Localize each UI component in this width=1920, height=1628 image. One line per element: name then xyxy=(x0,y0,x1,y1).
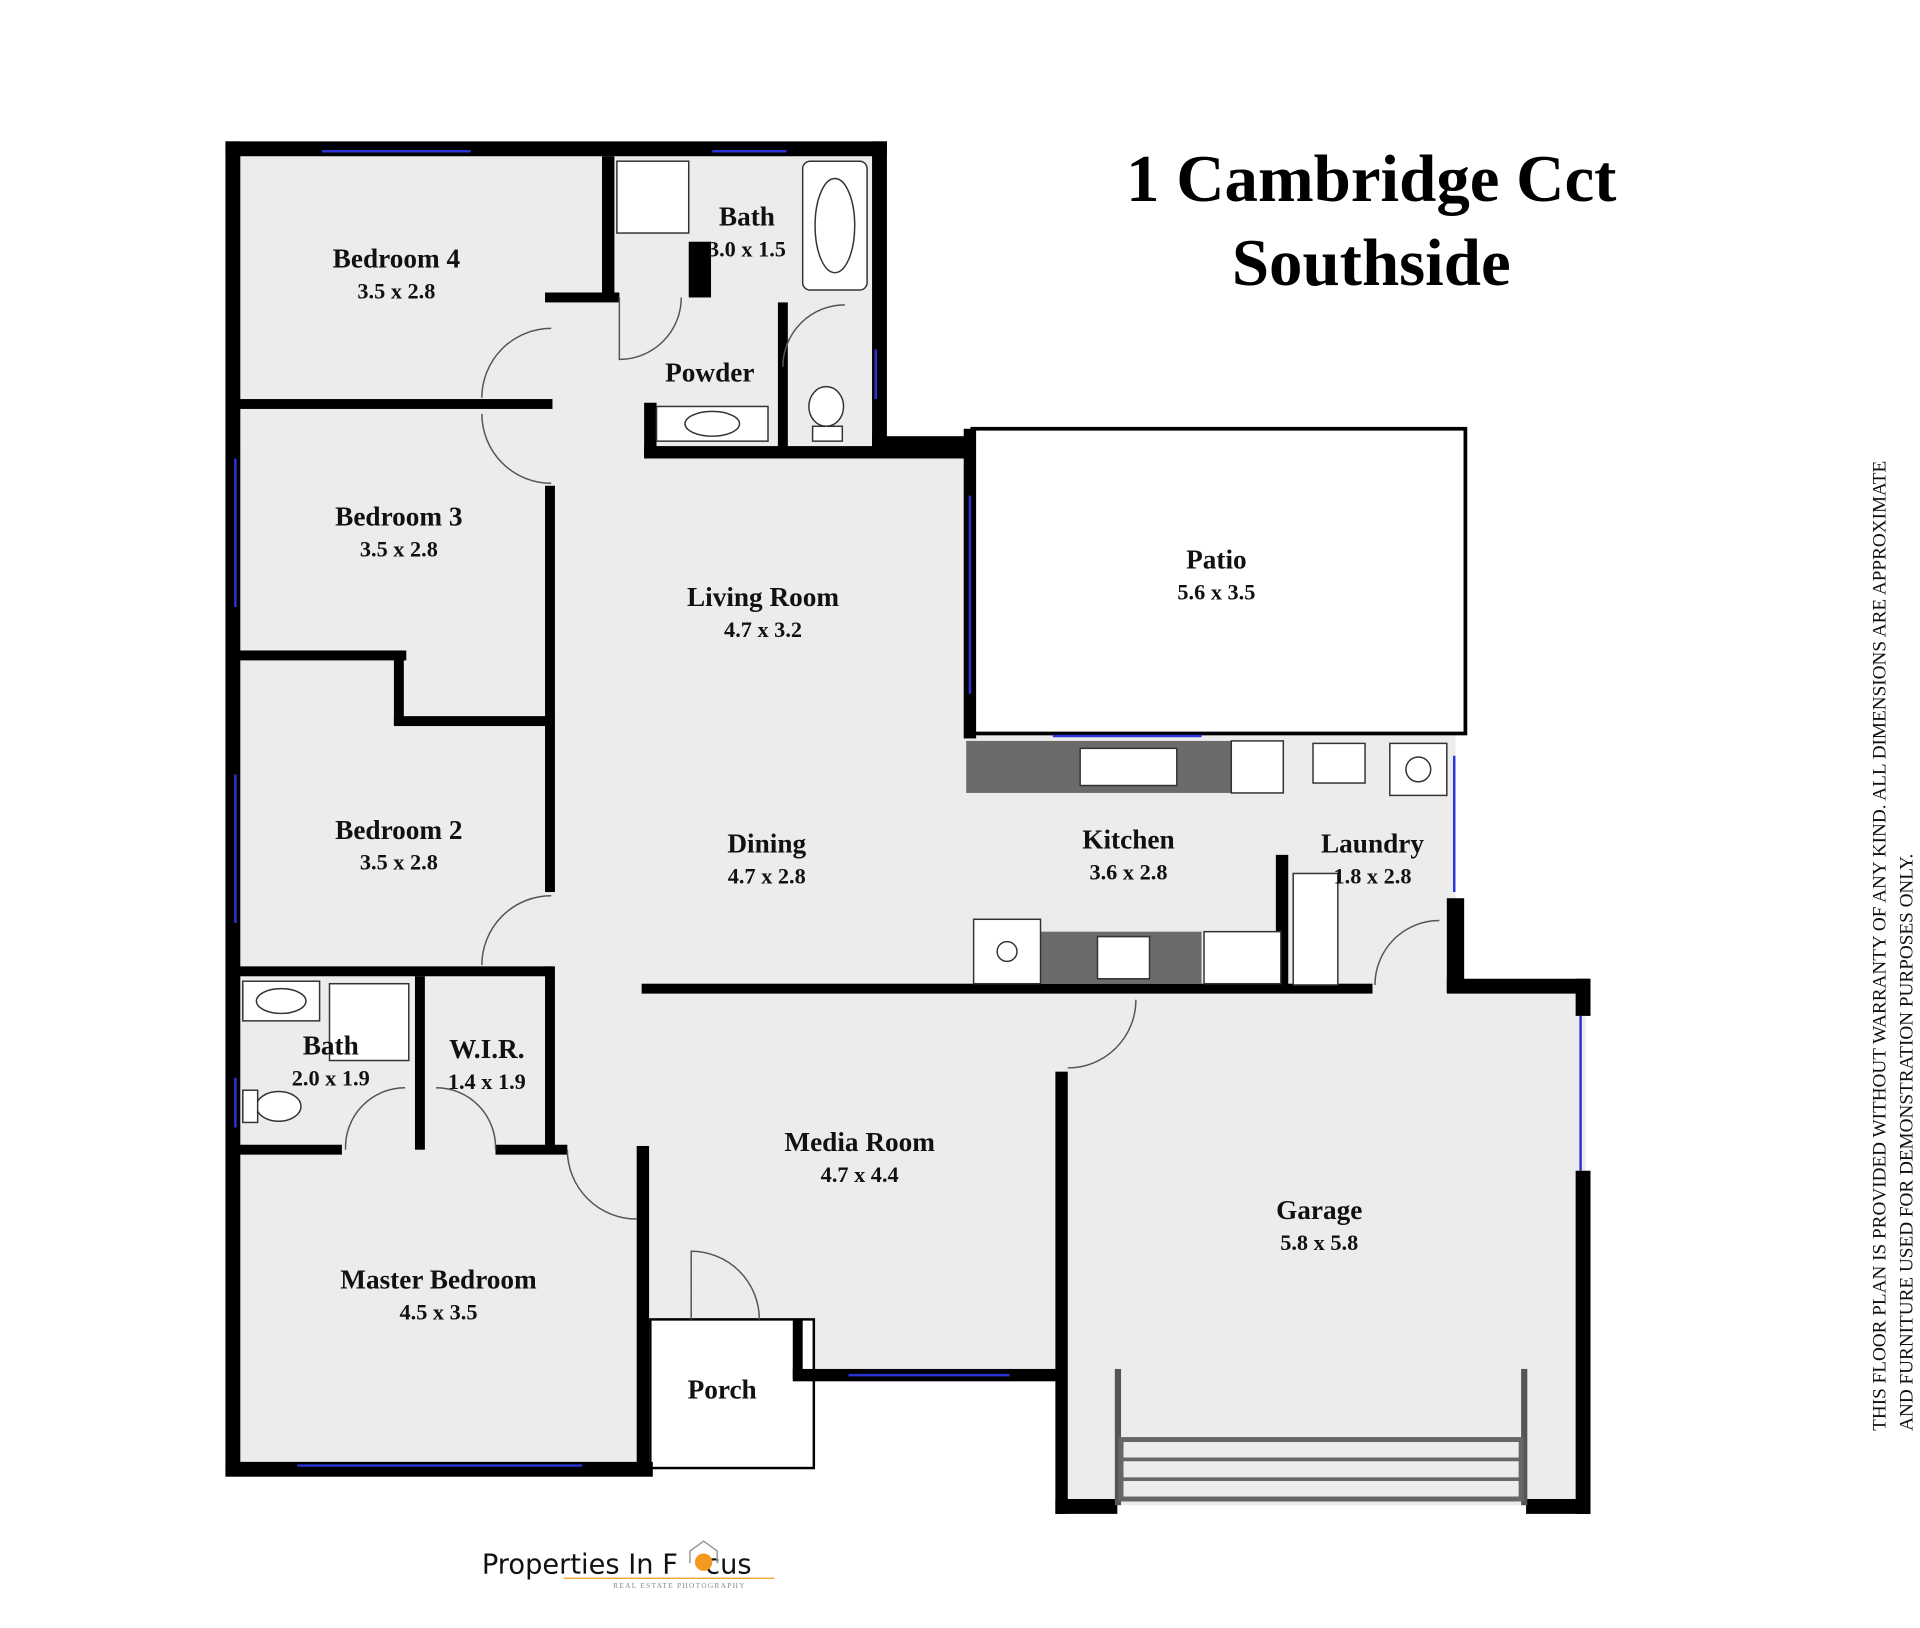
room-name: Bedroom 3 xyxy=(335,501,462,531)
svg-text:REAL ESTATE PHOTOGRAPHY: REAL ESTATE PHOTOGRAPHY xyxy=(613,1581,746,1590)
porch-area xyxy=(649,1318,816,1470)
room-dims: 4.7 x 2.8 xyxy=(728,863,806,888)
room-name: Dining xyxy=(727,828,806,858)
room-dims: 1.4 x 1.9 xyxy=(448,1069,526,1094)
patio-area xyxy=(970,426,1468,736)
doors xyxy=(344,297,1440,1320)
room-name: Bath xyxy=(719,202,775,232)
room-name: Media Room xyxy=(784,1127,935,1157)
room-dims: 5.6 x 3.5 xyxy=(1177,580,1255,605)
fixtures xyxy=(242,160,1528,1506)
room-name: Bedroom 2 xyxy=(335,815,462,845)
room-dims: 5.8 x 5.8 xyxy=(1280,1230,1358,1255)
room-name: Powder xyxy=(665,358,754,388)
windows xyxy=(234,150,1582,1467)
room-name: Kitchen xyxy=(1082,825,1174,855)
floor-area xyxy=(232,148,1586,1506)
room-name: Master Bedroom xyxy=(340,1264,537,1294)
room-name: Patio xyxy=(1186,545,1247,575)
disclaimer-line-1: THIS FLOOR PLAN IS PROVIDED WITHOUT WARR… xyxy=(1869,461,1890,1431)
room-dims: 3.5 x 2.8 xyxy=(360,536,438,561)
room-dims: 1.8 x 2.8 xyxy=(1333,863,1411,888)
room-dims: 2.0 x 1.9 xyxy=(292,1065,370,1090)
room-dims: 4.5 x 3.5 xyxy=(400,1299,478,1324)
room-name: W.I.R. xyxy=(449,1034,524,1064)
room-name: Bedroom 4 xyxy=(333,244,461,274)
disclaimer-line-2: AND FURNITURE USED FOR DEMONSTRATION PUR… xyxy=(1897,854,1918,1431)
room-name: Garage xyxy=(1276,1195,1362,1225)
walls xyxy=(225,141,1591,1514)
room-labels: Bedroom 4 3.5 x 2.8 Bath 3.0 x 1.5 Powde… xyxy=(292,202,1425,1405)
address-line-1: 1 Cambridge Cct xyxy=(1126,142,1616,216)
room-name: Laundry xyxy=(1321,828,1424,858)
room-name: Bath xyxy=(303,1030,359,1060)
room-name: Porch xyxy=(688,1375,757,1405)
room-dims: 3.0 x 1.5 xyxy=(708,237,786,262)
room-dims: 3.5 x 2.8 xyxy=(357,279,435,304)
room-dims: 4.7 x 3.2 xyxy=(724,617,802,642)
logo-focus-icon xyxy=(694,1553,713,1571)
room-dims: 3.6 x 2.8 xyxy=(1089,860,1167,885)
room-name: Living Room xyxy=(687,582,839,612)
room-dims: 3.5 x 2.8 xyxy=(360,850,438,875)
room-dims: 4.7 x 4.4 xyxy=(821,1162,899,1187)
address-line-2: Southside xyxy=(1232,226,1511,300)
